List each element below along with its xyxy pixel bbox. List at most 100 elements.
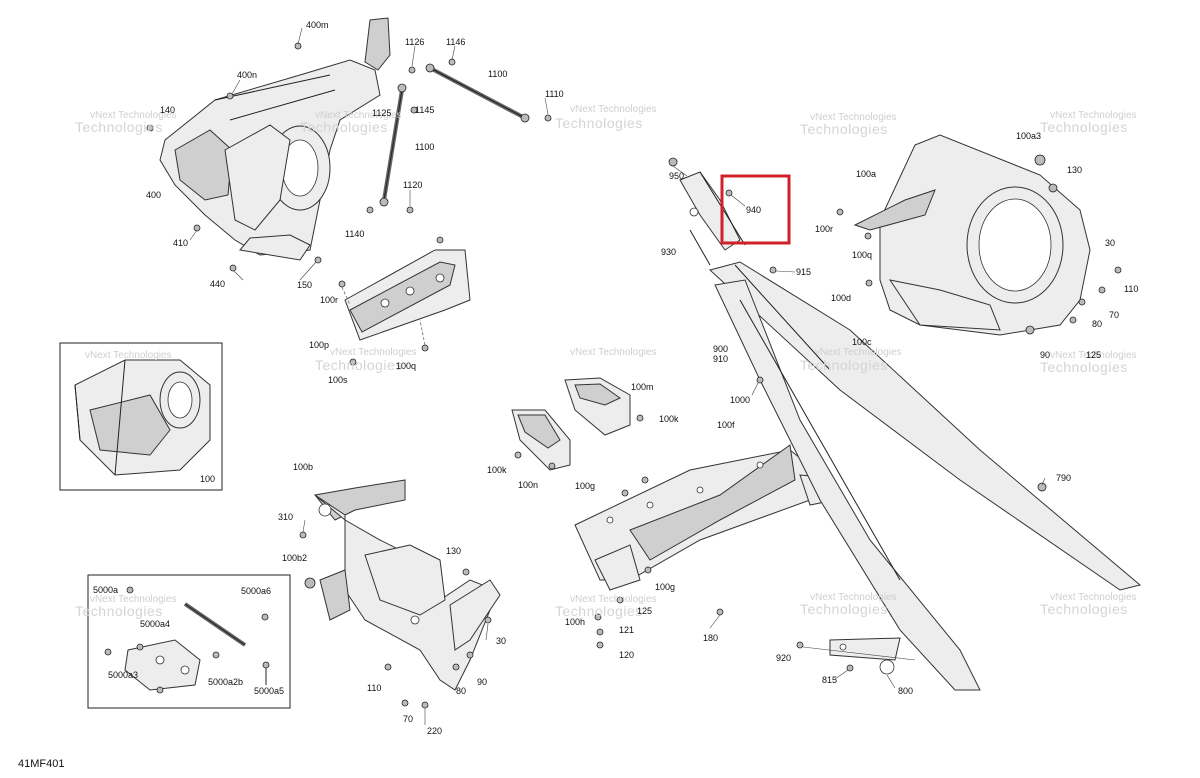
part-label-100p[interactable]: 100p	[309, 340, 329, 350]
part-label-930[interactable]: 930	[661, 247, 676, 257]
part-label-110[interactable]: 110	[1124, 284, 1138, 294]
part-label-410[interactable]: 410	[173, 238, 188, 248]
leader-lines	[189, 27, 1046, 725]
front-frame-assembly	[146, 17, 552, 272]
part-label-121[interactable]: 121	[619, 625, 634, 635]
part-label-130-b[interactable]: 130	[446, 546, 461, 556]
part-label-1126[interactable]: 1126	[405, 37, 424, 47]
part-label-100g-b[interactable]: 100g	[655, 582, 675, 592]
part-label-920[interactable]: 920	[776, 653, 791, 663]
watermark: Technologies	[800, 121, 888, 137]
watermark: vNext Technologies	[315, 110, 402, 121]
part-label-1110[interactable]: 1110	[545, 89, 564, 99]
part-label-130[interactable]: 130	[1067, 165, 1082, 175]
part-label-400[interactable]: 400	[146, 190, 161, 200]
part-label-5000a[interactable]: 5000a	[93, 585, 118, 595]
part-label-90[interactable]: 90	[1040, 350, 1050, 360]
part-label-100f[interactable]: 100f	[717, 420, 735, 430]
document-id: 41MF401	[18, 758, 64, 770]
part-label-5000a2b[interactable]: 5000a2b	[208, 677, 243, 687]
plate-assembly	[338, 236, 471, 366]
part-label-310[interactable]: 310	[278, 512, 293, 522]
part-label-5000a6[interactable]: 5000a6	[241, 586, 271, 596]
part-label-440[interactable]: 440	[210, 279, 225, 289]
watermark: Technologies	[800, 357, 888, 373]
part-label-5000a5[interactable]: 5000a5	[254, 686, 284, 696]
part-label-100c[interactable]: 100c	[852, 337, 872, 347]
part-label-100g[interactable]: 100g	[575, 481, 595, 491]
watermark: vNext Technologies	[570, 347, 657, 358]
part-label-110-b[interactable]: 110	[367, 683, 381, 693]
watermark: vNext Technologies	[570, 104, 657, 115]
part-label-100d[interactable]: 100d	[831, 293, 851, 303]
part-label-1125[interactable]: 1125	[372, 108, 391, 118]
part-label-220[interactable]: 220	[427, 726, 442, 736]
part-label-100q[interactable]: 100q	[396, 361, 416, 371]
part-label-100r-b[interactable]: 100r	[815, 224, 833, 234]
part-label-80[interactable]: 80	[1092, 319, 1102, 329]
watermark: Technologies	[75, 119, 163, 135]
part-label-100n[interactable]: 100n	[518, 480, 538, 490]
inset-100	[59, 342, 223, 491]
part-label-180[interactable]: 180	[703, 633, 718, 643]
part-label-950[interactable]: 950	[669, 171, 684, 181]
watermark: Technologies	[300, 119, 388, 135]
watermark: Technologies	[75, 603, 163, 619]
part-label-900[interactable]: 900	[713, 344, 728, 354]
part-label-100a[interactable]: 100a	[856, 169, 876, 179]
part-label-1146[interactable]: 1146	[446, 37, 465, 47]
watermark: Technologies	[1040, 359, 1128, 375]
part-label-5000a3[interactable]: 5000a3	[108, 670, 138, 680]
part-label-100m[interactable]: 100m	[631, 382, 654, 392]
part-label-100h[interactable]: 100h	[565, 617, 585, 627]
watermark: Technologies	[315, 357, 403, 373]
watermark: vNext Technologies	[90, 594, 177, 605]
part-label-100[interactable]: 100	[200, 474, 215, 484]
part-label-100k[interactable]: 100k	[659, 414, 679, 424]
watermark: vNext Technologies	[810, 592, 897, 603]
part-label-1000[interactable]: 1000	[730, 395, 750, 405]
part-label-125-b[interactable]: 125	[637, 606, 652, 616]
part-label-800[interactable]: 800	[898, 686, 913, 696]
part-label-140[interactable]: 140	[160, 105, 175, 115]
middle-platform	[574, 444, 836, 649]
hex-nut-icon	[544, 114, 552, 122]
part-label-1140[interactable]: 1140	[345, 229, 364, 239]
part-label-400n[interactable]: 400n	[237, 70, 257, 80]
part-label-80-b[interactable]: 80	[456, 686, 466, 696]
part-label-940[interactable]: 940	[746, 205, 761, 215]
part-label-100b[interactable]: 100b	[293, 462, 313, 472]
part-label-150[interactable]: 150	[297, 280, 312, 290]
part-label-120[interactable]: 120	[619, 650, 634, 660]
part-label-30-b[interactable]: 30	[496, 636, 506, 646]
part-label-790[interactable]: 790	[1056, 473, 1071, 483]
watermark: vNext Technologies	[90, 110, 177, 121]
part-label-100b2[interactable]: 100b2	[282, 553, 307, 563]
part-label-30[interactable]: 30	[1105, 238, 1115, 248]
part-label-1145[interactable]: 1145	[415, 105, 434, 115]
part-label-70[interactable]: 70	[1109, 310, 1119, 320]
part-label-100s[interactable]: 100s	[328, 375, 348, 385]
watermark: vNext Technologies	[1050, 350, 1137, 361]
part-label-70-b[interactable]: 70	[403, 714, 413, 724]
part-label-400m[interactable]: 400m	[306, 20, 329, 30]
part-label-815[interactable]: 815	[822, 675, 837, 685]
part-label-100k-b[interactable]: 100k	[487, 465, 507, 475]
part-label-90-b[interactable]: 90	[477, 677, 487, 687]
part-label-1100[interactable]: 1100	[488, 69, 507, 79]
watermark: Technologies	[555, 115, 643, 131]
part-label-5000a4[interactable]: 5000a4	[140, 619, 170, 629]
part-label-915[interactable]: 915	[796, 267, 811, 277]
watermark: Technologies	[1040, 601, 1128, 617]
part-label-1120[interactable]: 1120	[403, 180, 422, 190]
part-label-910[interactable]: 910	[713, 354, 728, 364]
hex-bolt-icon	[226, 92, 234, 100]
part-label-100r[interactable]: 100r	[320, 295, 338, 305]
highlight-box[interactable]	[720, 174, 791, 245]
part-label-100a3[interactable]: 100a3	[1016, 131, 1041, 141]
part-label-1100-b[interactable]: 1100	[415, 142, 434, 152]
watermarks: vNext Technologies Technologies vNext Te…	[75, 104, 1137, 619]
hex-bolt-icon	[193, 224, 201, 232]
part-label-125[interactable]: 125	[1086, 350, 1101, 360]
part-label-100q-b[interactable]: 100q	[852, 250, 872, 260]
